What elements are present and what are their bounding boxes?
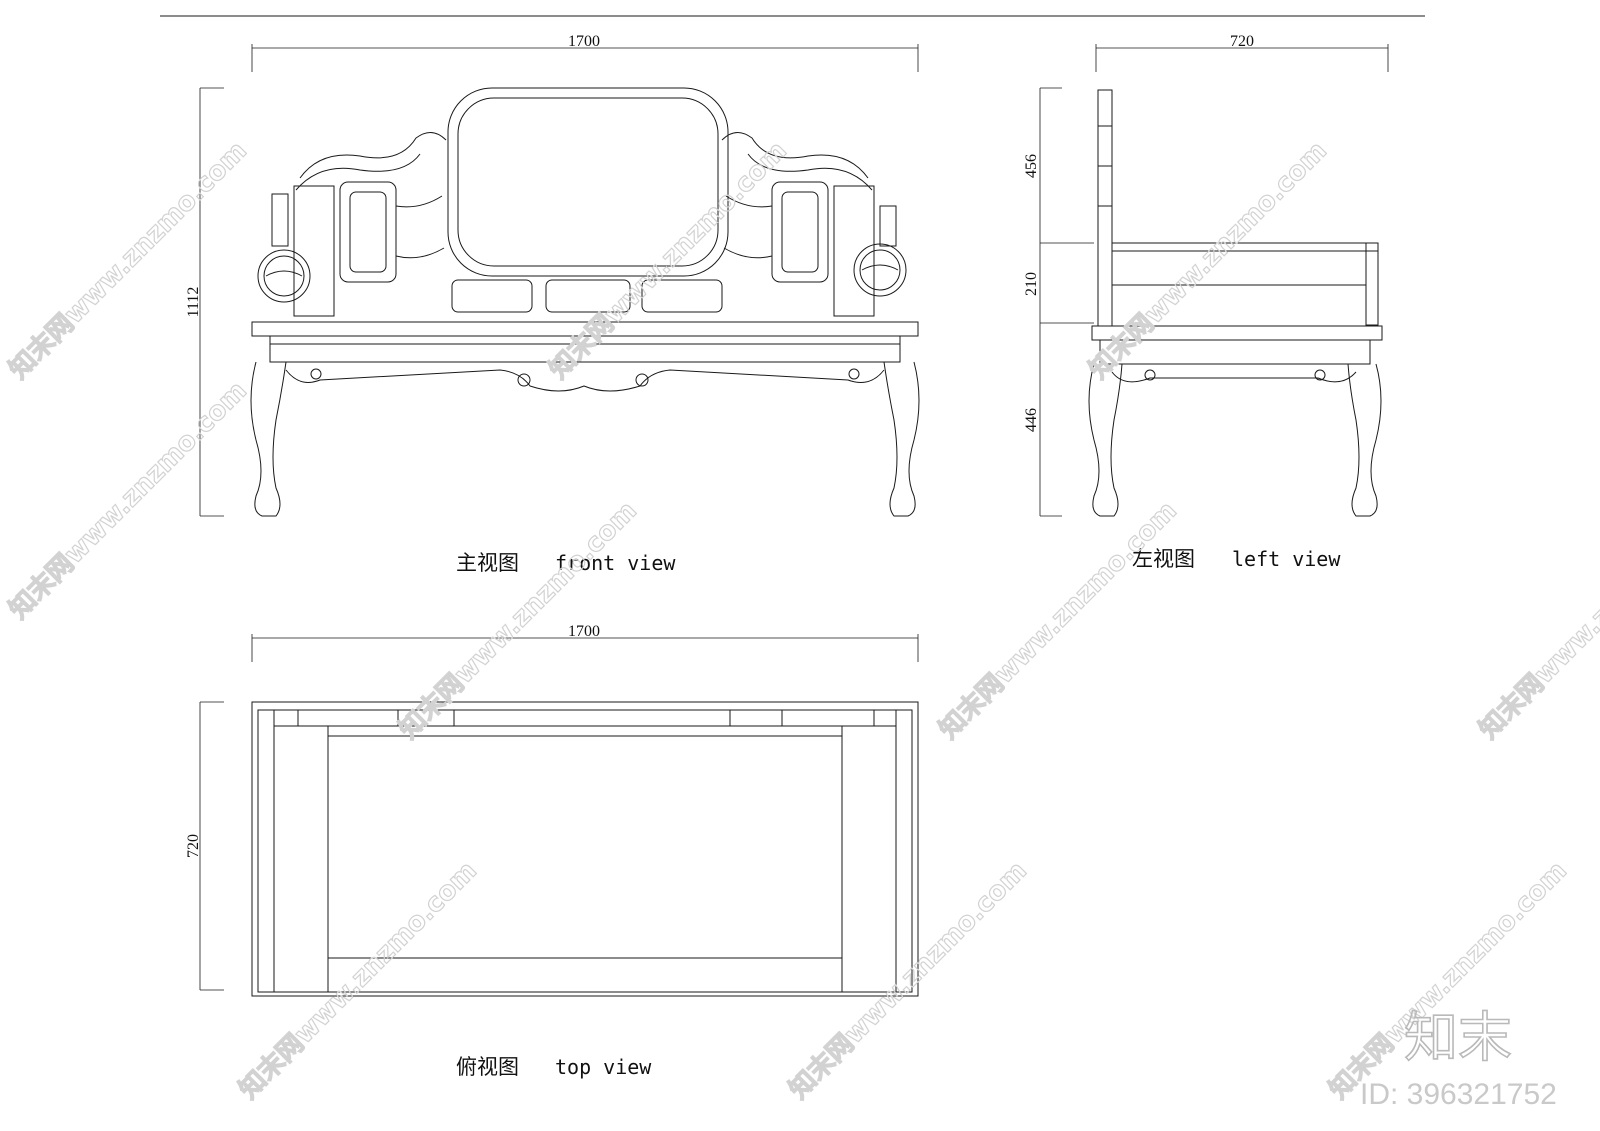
front-right-leg <box>883 361 920 517</box>
left-back-profile <box>1097 89 1113 327</box>
front-apron <box>285 369 885 392</box>
front-left-leg <box>250 361 287 517</box>
front-center-apron-left <box>451 279 533 313</box>
front-back-panel-outer <box>447 87 729 277</box>
watermark-text: 知末网www.znzmo.com <box>934 496 1183 745</box>
front-left-crest <box>299 132 447 179</box>
brand-logo-text: 知末 <box>1404 1006 1512 1069</box>
front-width-label: 1700 <box>568 33 600 50</box>
left-caption-en: left view <box>1232 547 1341 571</box>
watermark-text: 知末网www.znzmo.com <box>394 496 643 745</box>
left-height-dimensions: 456 210 446 <box>1023 87 1094 517</box>
top-outer-frame <box>251 701 919 997</box>
top-width-label: 1700 <box>568 623 600 640</box>
left-leg-height-label: 446 <box>1023 408 1040 432</box>
left-caption-cn: 左视图 <box>1132 547 1195 571</box>
top-arm-rails <box>273 709 897 993</box>
watermark-text: 知末网www.znzmo.com <box>4 136 253 385</box>
front-seat-frame <box>269 335 901 363</box>
front-height-label: 1112 <box>185 287 202 318</box>
left-back-height-label: 456 <box>1023 154 1040 178</box>
front-caption-cn: 主视图 <box>456 551 519 575</box>
brand-id: ID: 396321752 <box>1360 1078 1557 1111</box>
top-view: 1700 720 俯视图 top view <box>185 623 919 1079</box>
top-caption-cn: 俯视图 <box>456 1055 519 1079</box>
top-depth-label: 720 <box>185 834 202 858</box>
watermark-text: 知末网www.znzmo.com <box>544 136 793 385</box>
watermark-text: 知末网www.znzmo.com <box>4 376 253 625</box>
front-caption-en: front view <box>555 551 676 575</box>
brand-badge: 知末 ID: 396321752 <box>1360 1005 1557 1111</box>
front-right-crest <box>721 132 869 179</box>
watermark-text: 知末网www.znzmo.com <box>1474 496 1600 745</box>
left-depth-dimension: 720 <box>1095 33 1389 72</box>
front-right-medallion <box>853 243 907 297</box>
front-height-dimension: 1112 <box>185 87 224 517</box>
left-back-leg <box>1347 363 1382 517</box>
watermark-text: 知末网www.znzmo.com <box>1084 136 1333 385</box>
watermark-text: 知末网www.znzmo.com <box>784 856 1033 1105</box>
left-view: 720 456 210 446 左视图 lef <box>1023 33 1389 571</box>
left-arm-height-label: 210 <box>1023 272 1040 296</box>
front-center-apron-right <box>641 279 723 313</box>
front-back-panel-inner <box>457 97 719 267</box>
top-caption-en: top view <box>555 1055 652 1079</box>
front-width-dimension: 1700 <box>251 33 919 72</box>
front-left-fret <box>339 181 397 283</box>
top-width-dimension: 1700 <box>251 623 919 662</box>
left-front-leg <box>1088 363 1123 517</box>
front-right-fret <box>771 181 829 283</box>
watermark-text: 知末网www.znzmo.com <box>234 856 483 1105</box>
watermark-layer: 知末网www.znzmo.com 知末网www.znzmo.com 知末网www… <box>3 135 1600 1105</box>
front-center-apron-middle <box>545 279 631 313</box>
front-view: 1700 1112 <box>185 33 920 575</box>
left-depth-label: 720 <box>1230 33 1254 50</box>
left-seat-frame <box>1099 339 1371 365</box>
front-left-medallion <box>257 249 311 303</box>
top-depth-dimension: 720 <box>185 701 224 991</box>
